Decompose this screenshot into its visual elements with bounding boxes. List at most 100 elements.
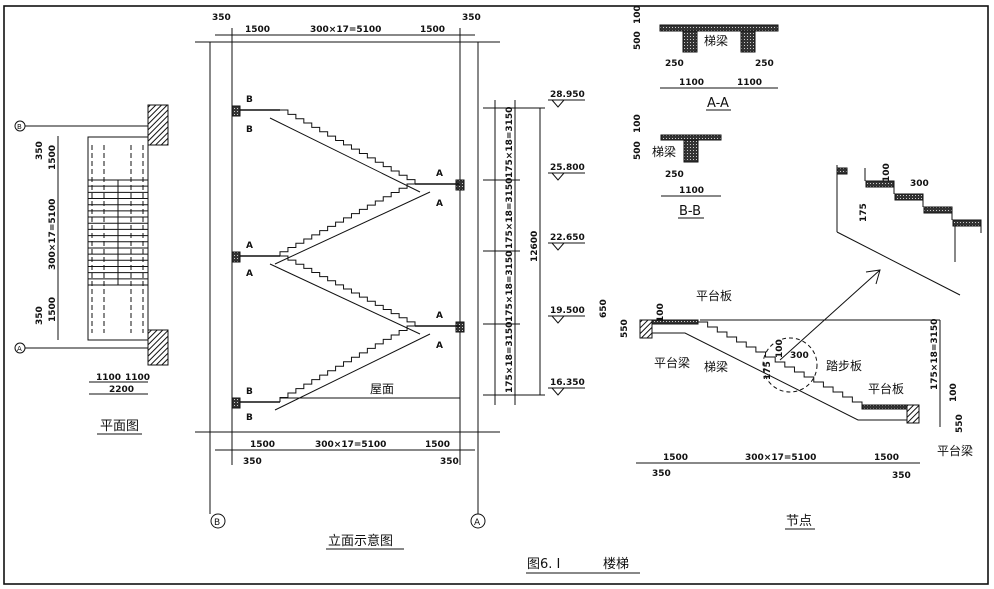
axis-label-a: A bbox=[17, 345, 22, 353]
elevation-view: B A 350 1500 300×17=5100 1500 350 1500 3… bbox=[195, 13, 585, 550]
node-dim: 550 bbox=[620, 319, 630, 338]
stair-soffit bbox=[269, 117, 421, 193]
level-triangle bbox=[551, 387, 565, 396]
tread-slab bbox=[952, 219, 982, 227]
node-label: 平台板 bbox=[868, 381, 904, 396]
stair-flight bbox=[698, 321, 863, 407]
node-dim: 175 bbox=[763, 361, 773, 380]
stair-soffit bbox=[269, 263, 421, 335]
axis-label-b: B bbox=[214, 518, 220, 528]
detail-dim: 100 bbox=[882, 163, 892, 182]
landing-beam bbox=[231, 397, 241, 409]
node-dim: 300 bbox=[790, 351, 809, 361]
node-dim: 100 bbox=[656, 303, 666, 322]
bb-dim: 500 bbox=[633, 141, 643, 160]
aa-dim: 1100 bbox=[737, 78, 762, 88]
elev-bottom-dim: 350 bbox=[243, 457, 262, 467]
section-mark: B bbox=[246, 125, 253, 135]
stair-flight bbox=[280, 255, 416, 326]
total-height-dim: 12600 bbox=[530, 231, 540, 262]
node-label: 踏步板 bbox=[826, 359, 862, 373]
sheet-border bbox=[3, 5, 989, 585]
flight-dim: 175×18=3150 bbox=[505, 322, 515, 393]
plan-width-dim: 1100 bbox=[96, 373, 121, 383]
elev-bottom-dim: 1500 bbox=[250, 440, 275, 450]
roof-label: 屋面 bbox=[370, 382, 394, 396]
node-label: 平台板 bbox=[696, 288, 732, 303]
axis-bubble-a bbox=[470, 513, 486, 529]
level-mark: 16.350 bbox=[550, 378, 585, 388]
plan-dim: 350 bbox=[35, 141, 45, 160]
plan-dim: 350 bbox=[35, 306, 45, 325]
plan-dim: 1500 bbox=[48, 297, 58, 322]
aa-dim: 100 bbox=[633, 5, 643, 24]
elev-top-dim: 300×17=5100 bbox=[310, 25, 381, 35]
tread-slab bbox=[894, 193, 924, 201]
elevation-title: 立面示意图 bbox=[328, 533, 393, 549]
detail-dim: 175 bbox=[859, 203, 869, 222]
level-triangle bbox=[551, 172, 565, 181]
plan-dim: 300×17=5100 bbox=[48, 199, 58, 270]
section-bb-title: B-B bbox=[679, 204, 701, 219]
tread-slab bbox=[923, 206, 953, 214]
flight-dim: 175×18=3150 bbox=[505, 107, 515, 178]
plan-width-dim: 1100 bbox=[125, 373, 150, 383]
level-triangle bbox=[551, 315, 565, 324]
flight-dim: 175×18=3150 bbox=[505, 178, 515, 249]
section-mark: A bbox=[436, 169, 443, 179]
node-dim: 175×18=3150 bbox=[930, 319, 940, 390]
stair-outline bbox=[87, 136, 149, 341]
detail-dim: 300 bbox=[910, 179, 929, 189]
figure-number: 图6. I bbox=[527, 557, 560, 572]
landing-beam bbox=[231, 251, 241, 263]
tread-slab bbox=[836, 167, 848, 175]
section-mark: B bbox=[246, 387, 253, 397]
section-mark: A bbox=[436, 199, 443, 209]
aa-dim: 500 bbox=[633, 31, 643, 50]
elev-top-dim: 1500 bbox=[245, 25, 270, 35]
level-mark: 25.800 bbox=[550, 163, 585, 173]
node-dim: 650 bbox=[599, 299, 609, 318]
node-dim: 550 bbox=[955, 414, 965, 433]
elev-bottom-dim: 300×17=5100 bbox=[315, 440, 386, 450]
aa-dim: 250 bbox=[665, 59, 684, 69]
node-title: 节点 bbox=[786, 514, 812, 529]
stair-soffit bbox=[274, 333, 431, 411]
elev-top-dim: 350 bbox=[212, 13, 231, 23]
beam-label: 梯梁 bbox=[652, 144, 676, 159]
plan-dim: 1500 bbox=[48, 145, 58, 170]
callout-arrow bbox=[779, 269, 881, 361]
elev-bottom-dim: 350 bbox=[440, 457, 459, 467]
step-detail: 100 300 175 bbox=[779, 163, 982, 361]
landing-beam bbox=[455, 179, 465, 191]
landing-slab bbox=[861, 404, 908, 410]
level-mark: 28.950 bbox=[550, 90, 585, 100]
bb-dim: 250 bbox=[665, 170, 684, 180]
section-mark: A bbox=[246, 269, 253, 279]
wall-bottom bbox=[147, 329, 169, 366]
level-triangle bbox=[551, 99, 565, 108]
plan-total-dim: 2200 bbox=[109, 385, 134, 395]
node-bottom-dim: 300×17=5100 bbox=[745, 453, 816, 463]
node-label: 梯梁 bbox=[704, 359, 728, 374]
stair-flight bbox=[280, 109, 416, 184]
section-aa: 梯梁 100 500 250 250 1100 1100 A-A bbox=[633, 5, 779, 111]
flight-dim: 175×18=3150 bbox=[505, 251, 515, 322]
section-mark: B bbox=[246, 95, 253, 105]
axis-label-b: B bbox=[17, 123, 22, 131]
landing-beam bbox=[455, 321, 465, 333]
wall-top bbox=[147, 104, 169, 146]
node-label: 平台梁 bbox=[654, 355, 690, 370]
bb-dim: 100 bbox=[633, 114, 643, 133]
plan-title: 平面图 bbox=[100, 419, 139, 434]
section-mark: A bbox=[436, 311, 443, 321]
plan-view: B A 350 1500 300×17=5100 1500 350 1100 1… bbox=[14, 104, 169, 435]
figure-title: 楼梯 bbox=[603, 557, 629, 572]
elev-bottom-dim: 1500 bbox=[425, 440, 450, 450]
section-bb: 梯梁 100 500 250 1100 B-B bbox=[633, 114, 722, 219]
elev-top-dim: 1500 bbox=[420, 25, 445, 35]
level-mark: 19.500 bbox=[550, 306, 585, 316]
landing-beam bbox=[231, 105, 241, 117]
node-detail: 平台板 平台梁 梯梁 踏步板 平台板 平台梁 650 550 100 100 3… bbox=[599, 288, 973, 530]
